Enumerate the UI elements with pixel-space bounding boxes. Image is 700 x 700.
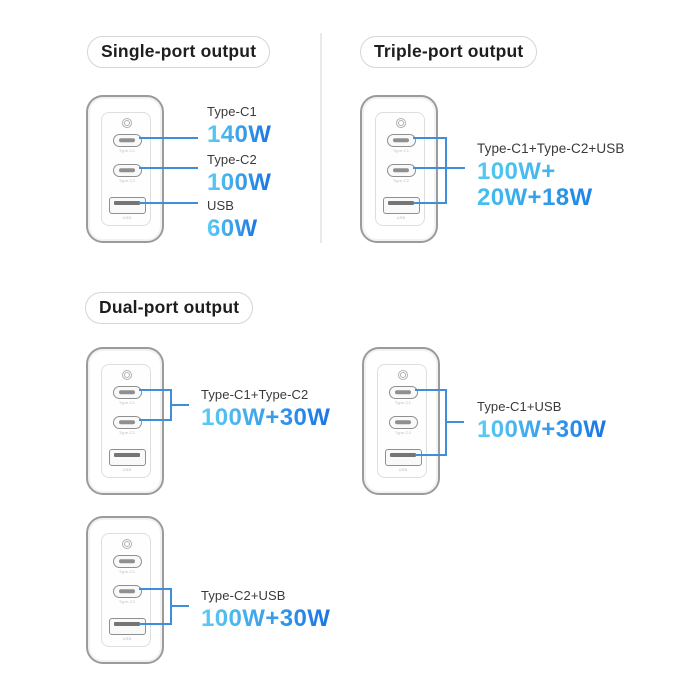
type-c2-port-label: Type-C2 bbox=[392, 178, 410, 184]
usb-a-port bbox=[108, 196, 146, 214]
single-c1-label: Type-C1 bbox=[207, 104, 257, 119]
triple-combo-block: Type-C1+Type-C2+USB 100W+ 20W+18W bbox=[477, 141, 624, 211]
usb-a-port bbox=[382, 196, 420, 214]
dual-c1usb-label: Type-C1+USB bbox=[477, 399, 562, 414]
single-c1-wattage: 140W bbox=[207, 121, 272, 148]
dual-c2usb-label: Type-C2+USB bbox=[201, 588, 286, 603]
charger-device-dual-c1usb: Type-C1 Type-C2 USB bbox=[362, 347, 440, 495]
brand-badge-icon bbox=[122, 539, 132, 549]
triple-wattage-line2: 20W+18W bbox=[477, 185, 624, 211]
triple-port-title: Triple-port output bbox=[360, 36, 538, 68]
type-c2-port bbox=[112, 163, 142, 177]
section-divider bbox=[320, 33, 322, 243]
connector-line-usb bbox=[139, 202, 198, 204]
connector-line-usb bbox=[139, 623, 172, 625]
type-c2-port bbox=[388, 415, 418, 429]
dual-port-title: Dual-port output bbox=[85, 292, 254, 324]
bracket-vertical-line bbox=[445, 137, 447, 204]
single-port-title: Single-port output bbox=[87, 36, 271, 68]
bracket-pointer-line bbox=[445, 167, 465, 169]
type-c2-port-label: Type-C2 bbox=[118, 430, 136, 436]
type-c1-port-label: Type-C1 bbox=[118, 148, 136, 154]
single-row-c1: Type-C1 140W bbox=[207, 104, 271, 148]
brand-badge-icon bbox=[122, 118, 132, 128]
triple-wattage-line1: 100W+ bbox=[477, 159, 624, 185]
usb-a-port bbox=[384, 448, 422, 466]
connector-line-c1 bbox=[415, 389, 447, 391]
usb-port-label: USB bbox=[396, 215, 406, 221]
connector-line-usb bbox=[415, 454, 447, 456]
type-c2-port-label: Type-C2 bbox=[394, 430, 412, 436]
type-c1-port bbox=[388, 385, 418, 399]
usb-a-port bbox=[108, 448, 146, 466]
dual-c1usb-wattage: 100W+30W bbox=[477, 416, 607, 443]
bracket-pointer-line bbox=[170, 605, 189, 607]
dual-c2usb-block: Type-C2+USB 100W+30W bbox=[201, 588, 330, 632]
type-c2-port-label: Type-C2 bbox=[118, 178, 136, 184]
dual-c2usb-wattage: 100W+30W bbox=[201, 605, 331, 632]
charger-device-dual-c2usb: Type-C1 Type-C2 USB bbox=[86, 516, 164, 664]
single-c2-wattage: 100W bbox=[207, 169, 272, 196]
bracket-pointer-line bbox=[445, 421, 464, 423]
single-usb-label: USB bbox=[207, 198, 235, 213]
dual-c1c2-block: Type-C1+Type-C2 100W+30W bbox=[201, 387, 330, 431]
single-c2-label: Type-C2 bbox=[207, 152, 257, 167]
usb-port-label: USB bbox=[122, 636, 132, 642]
brand-badge-icon bbox=[398, 370, 408, 380]
brand-badge-icon bbox=[396, 118, 406, 128]
single-usb-wattage: 60W bbox=[207, 215, 258, 242]
dual-c1c2-wattage: 100W+30W bbox=[201, 404, 331, 431]
dual-c1c2-label: Type-C1+Type-C2 bbox=[201, 387, 309, 402]
type-c1-port bbox=[112, 554, 142, 568]
type-c2-port-label: Type-C2 bbox=[118, 599, 136, 605]
type-c1-port bbox=[112, 133, 142, 147]
type-c1-port bbox=[112, 385, 142, 399]
connector-line-c1 bbox=[413, 137, 447, 139]
bracket-pointer-line bbox=[170, 404, 189, 406]
usb-port-label: USB bbox=[122, 215, 132, 221]
charger-device-single: Type-C1 Type-C2 USB bbox=[86, 95, 164, 243]
connector-line-c2 bbox=[139, 167, 198, 169]
triple-combo-label: Type-C1+Type-C2+USB bbox=[477, 141, 625, 156]
usb-port-label: USB bbox=[398, 467, 408, 473]
usb-port-label: USB bbox=[122, 467, 132, 473]
connector-line-usb bbox=[413, 202, 447, 204]
single-row-c2: Type-C2 100W bbox=[207, 152, 271, 196]
connector-line-c1 bbox=[139, 389, 172, 391]
connector-line-c1 bbox=[139, 137, 198, 139]
type-c2-port bbox=[112, 415, 142, 429]
type-c1-port-label: Type-C1 bbox=[118, 400, 136, 406]
single-row-usb: USB 60W bbox=[207, 198, 258, 242]
type-c2-port bbox=[112, 584, 142, 598]
type-c1-port bbox=[386, 133, 416, 147]
connector-line-c2 bbox=[413, 167, 447, 169]
type-c1-port-label: Type-C1 bbox=[394, 400, 412, 406]
connector-line-c2 bbox=[139, 419, 172, 421]
usb-a-port bbox=[108, 617, 146, 635]
charger-device-triple: Type-C1 Type-C2 USB bbox=[360, 95, 438, 243]
type-c2-port bbox=[386, 163, 416, 177]
charger-device-dual-c1c2: Type-C1 Type-C2 USB bbox=[86, 347, 164, 495]
brand-badge-icon bbox=[122, 370, 132, 380]
type-c1-port-label: Type-C1 bbox=[118, 569, 136, 575]
dual-c1usb-block: Type-C1+USB 100W+30W bbox=[477, 399, 606, 443]
type-c1-port-label: Type-C1 bbox=[392, 148, 410, 154]
connector-line-c2 bbox=[139, 588, 172, 590]
